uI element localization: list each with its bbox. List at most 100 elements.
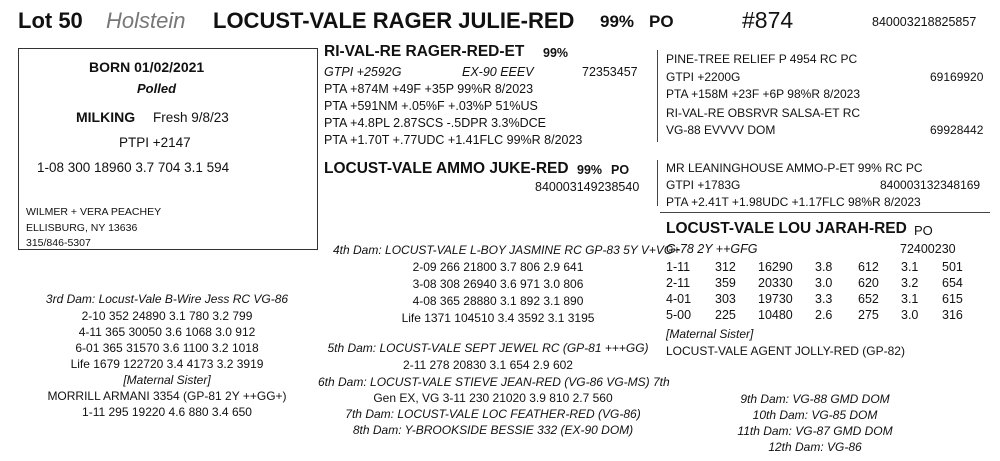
sire-dam-class: VG-88 EVVVV DOM (666, 123, 776, 137)
lactation-cell: 303 (715, 292, 736, 306)
dam-dam-maternal-sister: LOCUST-VALE AGENT JOLLY-RED (GP-82) (666, 344, 905, 358)
dam-dam-polled: PO (914, 223, 933, 238)
owner-phone: 315/846-5307 (26, 237, 91, 249)
lactation-cell: 20330 (758, 276, 793, 290)
lactation-cell: 3.8 (815, 260, 833, 274)
lactation-cell: 10480 (758, 308, 793, 322)
dam-dam-name: LOCUST-VALE LOU JARAH-RED (666, 220, 907, 237)
lactation-cell: 359 (715, 276, 736, 290)
connector-sire (657, 50, 658, 142)
sixth-dam-line-2: Gen EX, VG 3-11 230 21020 3.9 810 2.7 56… (373, 391, 613, 405)
lactation-row: 4-01 303 19730 3.3 652 3.1 615 (666, 291, 981, 307)
third-dam-sister-record: 1-11 295 19220 4.6 880 3.4 650 (82, 405, 252, 419)
dam-sire-gtpi: GTPI +1783G (666, 178, 741, 192)
dam-percent: 99% (577, 163, 603, 177)
lactation-cell: 654 (942, 276, 963, 290)
owner-city: ELLISBURG, NY 13636 (26, 222, 138, 234)
tag-number: #874 (742, 7, 794, 33)
born-date: BORN 01/02/2021 (89, 59, 205, 75)
lactation-cell: 2-11 (666, 276, 691, 290)
third-dam-line-2: 4-11 365 30050 3.6 1068 3.0 912 (78, 325, 256, 339)
lactation-cell: 2.6 (815, 308, 833, 322)
lactation-cell: 225 (715, 308, 736, 322)
registration-number: 840003218825857 (872, 15, 977, 29)
lactation-cell: 4-01 (666, 292, 692, 306)
eighth-dam: 8th Dam: Y-BROOKSIDE BESSIE 332 (EX-90 D… (352, 423, 634, 437)
seventh-dam: 7th Dam: LOCUST-VALE LOC FEATHER-RED (VG… (345, 407, 641, 421)
fourth-dam-title: 4th Dam: LOCUST-VALE L-BOY JASMINE RC GP… (333, 243, 681, 257)
dam-sire-reg: 840003132348169 (880, 178, 981, 192)
lactation-cell: 3.3 (815, 292, 833, 306)
dam-dam-records-table: 1-11 312 16290 3.8 612 3.1 501 2-11 359 20330 3.0 6… (666, 259, 981, 323)
sire-dam-name: RI-VAL-RE OBSRVR SALSA-ET RC (666, 106, 861, 120)
sire-gtpi: GTPI +2592G (324, 65, 402, 79)
dam-dam-class: G-78 2Y ++GFG (666, 242, 758, 256)
lactation-cell: 3.2 (901, 276, 919, 290)
lactation-cell: 3.0 (901, 308, 919, 322)
tenth-dam: 10th Dam: VG-85 DOM (752, 408, 878, 422)
animal-percent: 99% (600, 12, 635, 31)
dam-dam-records: 1-11 312 16290 3.8 612 3.1 501 2-11 359 20330 3.0 6… (666, 259, 981, 323)
ptpi: PTPI +2147 (119, 135, 191, 150)
fourth-dam-line-4: Life 1371 104510 3.4 3592 3.1 3195 (401, 311, 595, 325)
lactation-cell: 5-00 (666, 308, 692, 322)
animal-name: LOCUST-VALE RAGER JULIE-RED (213, 8, 575, 33)
sire-pta-4: PTA +1.70T +.77UDC +1.41FLC 99%R 8/2023 (324, 133, 583, 147)
fourth-dam-line-2: 3-08 308 26940 3.6 971 3.0 806 (412, 277, 584, 291)
sire-classification: EX-90 EEEV (462, 65, 534, 79)
third-dam-line-4: Life 1679 122720 3.4 4173 3.2 3919 (70, 357, 264, 371)
lactation-cell: 3.1 (901, 292, 919, 306)
eleventh-dam: 11th Dam: VG-87 GMD DOM (737, 424, 893, 438)
sire-sire-name: PINE-TREE RELIEF P 4954 RC PC (666, 52, 858, 66)
dam-name: LOCUST-VALE AMMO JUKE-RED (324, 160, 569, 177)
sixth-dam-line-1: 6th Dam: LOCUST-VALE STIEVE JEAN-RED (VG… (318, 375, 670, 389)
divider-dam-dam (660, 212, 990, 213)
sire-name: RI-VAL-RE RAGER-RED-ET (324, 43, 525, 60)
third-dam-maternal-sister: MORRILL ARMANI 3354 (GP-81 2Y ++GG+) (47, 389, 287, 403)
lactation-cell: 3.0 (815, 276, 833, 290)
lactation-cell: 620 (858, 276, 879, 290)
dam-dam-reg: 72400230 (900, 242, 956, 256)
sire-percent: 99% (543, 46, 569, 60)
lactation-cell: 19730 (758, 292, 793, 306)
fifth-dam-title: 5th Dam: LOCUST-VALE SEPT JEWEL RC (GP-8… (327, 341, 649, 355)
lactation-cell: 1-11 (666, 260, 691, 274)
dam-polled: PO (611, 163, 630, 177)
sire-sire-reg: 69169920 (930, 70, 984, 84)
sire-sire-pta: PTA +158M +23F +6P 98%R 8/2023 (666, 87, 861, 101)
third-dam-line-1: 2-10 352 24890 3.1 780 3.2 799 (81, 309, 253, 323)
lactation-cell: 501 (942, 260, 963, 274)
lactation-cell: 652 (858, 292, 879, 306)
third-dam-maternal-label: [Maternal Sister] (123, 373, 211, 387)
sire-pta-3: PTA +4.8PL 2.87SCS -.5DPR 3.3%DCE (324, 116, 546, 130)
animal-polled: PO (649, 12, 674, 31)
lactation-record: 1-08 300 18960 3.7 704 3.1 594 (37, 160, 230, 175)
sire-dam-reg: 69928442 (930, 123, 984, 137)
top-cut-text: ——— ——— (470, 0, 539, 5)
lactation-cell: 316 (942, 308, 963, 322)
breed: Holstein (106, 8, 186, 33)
lactation-row: 2-11 359 20330 3.0 620 3.2 654 (666, 275, 981, 291)
owner-name: WILMER + VERA PEACHEY (26, 206, 162, 218)
ninth-dam: 9th Dam: VG-88 GMD DOM (740, 392, 890, 406)
lactation-cell: 16290 (758, 260, 793, 274)
milking-value: Fresh 9/8/23 (153, 110, 229, 125)
lactation-cell: 312 (715, 260, 736, 274)
lactation-row: 1-11 312 16290 3.8 612 3.1 501 (666, 259, 981, 275)
lactation-cell: 275 (858, 308, 879, 322)
lactation-cell: 615 (942, 292, 963, 306)
dam-sire-name: MR LEANINGHOUSE AMMO-P-ET 99% RC PC (666, 161, 923, 175)
sire-pta-1: PTA +874M +49F +35P 99%R 8/2023 (324, 82, 534, 96)
milking-label: MILKING (76, 109, 136, 125)
fourth-dam-line-1: 2-09 266 21800 3.7 806 2.9 641 (412, 260, 584, 274)
dam-reg: 840003149238540 (535, 180, 640, 194)
info-box: BORN 01/02/2021 Polled MILKING Fresh 9/8… (18, 48, 318, 250)
twelfth-dam: 12th Dam: VG-86 (768, 440, 862, 454)
dam-sire-pta: PTA +2.41T +1.98UDC +1.17FLC 98%R 8/2023 (666, 195, 921, 209)
lactation-cell: 612 (858, 260, 879, 274)
sire-pta-2: PTA +591NM +.05%F +.03%P 51%US (324, 99, 538, 113)
connector-dam (657, 160, 658, 206)
lactation-cell: 3.1 (901, 260, 919, 274)
dam-dam-maternal-label: [Maternal Sister] (666, 327, 754, 341)
third-dam-line-3: 6-01 365 31570 3.6 1100 3.2 1018 (75, 341, 259, 355)
